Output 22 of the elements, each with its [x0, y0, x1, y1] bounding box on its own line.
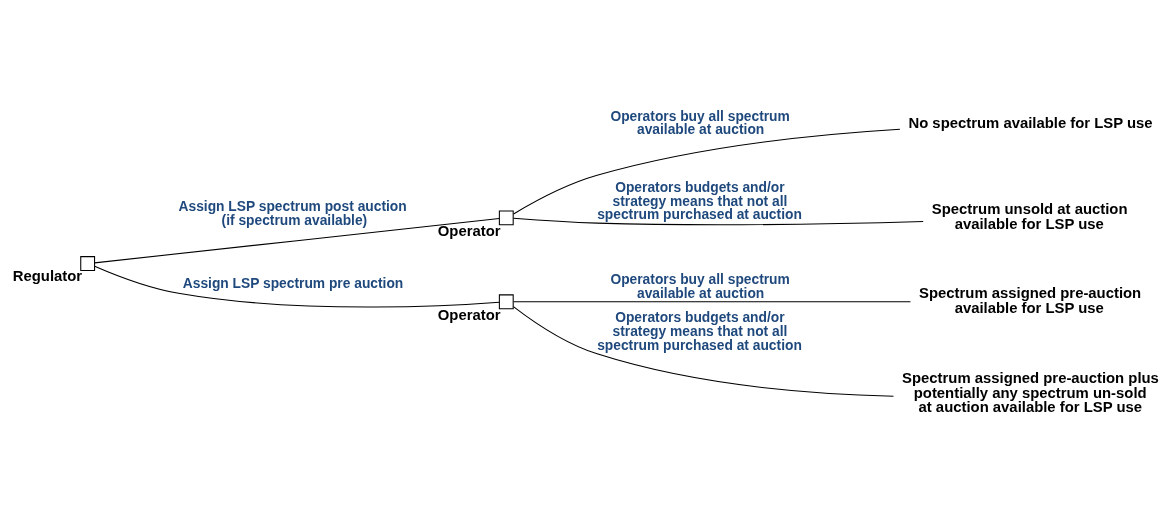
connector [513, 128, 901, 214]
connector [94, 217, 500, 263]
connector [512, 305, 894, 397]
edge-label: Assign LSP spectrum pre auction [182, 274, 404, 291]
node-label: Regulator [12, 267, 83, 284]
node-box [498, 293, 514, 309]
edge-label: Operators buy all spectrum available at auction [610, 106, 790, 137]
edge-label: Operators budgets and/or strategy means that not all spectrum purchased at auction [597, 178, 802, 222]
connector [512, 217, 924, 225]
edge-label: Operators budgets and/or strategy means that not all spectrum purchased at auction [597, 308, 802, 353]
node-text: Spectrum unsold at auction available for LSP use [931, 200, 1128, 232]
node-label: Operator [437, 305, 501, 322]
node-text: Spectrum assigned pre-auction plus potentially any spectrum un-sold at auction available for LSP use [902, 369, 1159, 415]
node-label: Operator [437, 222, 501, 239]
edge-label: Operators buy all spectrum available at auction [610, 270, 790, 301]
connector [513, 300, 911, 302]
connector [94, 265, 500, 308]
edge-label: Assign LSP spectrum post auction (if spectrum available) [178, 197, 407, 228]
node-box [80, 255, 96, 271]
node-text: Spectrum assigned pre-auction available for LSP use [919, 284, 1142, 316]
node-text: No spectrum available for LSP use [908, 114, 1153, 131]
node-box [498, 209, 514, 225]
